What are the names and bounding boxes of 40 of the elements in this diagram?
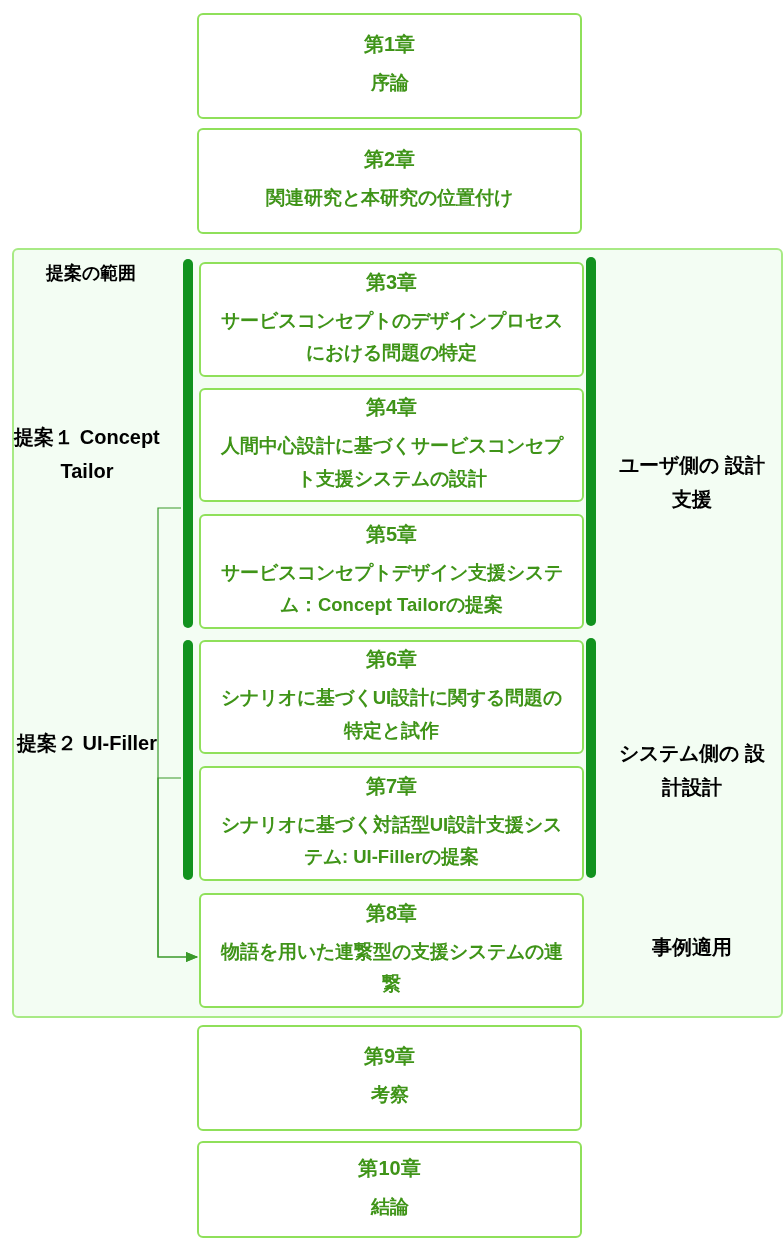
side-label: 事例適用 [651,935,733,960]
chapter-box [199,514,584,629]
vertical-bar [183,640,193,880]
chapter-number: 第1章 [363,32,416,58]
chapter-box [199,893,584,1008]
chapter-box [197,1025,582,1131]
chapter-number: 第9章 [363,1044,416,1070]
region-heading: 提案の範囲 [46,262,136,285]
chapter-box [199,766,584,881]
chapter-title: 序論 [370,71,409,96]
chapter-title: サービスコンセプトデザイン支援システム：Concept Tailorの提案 [219,560,564,617]
chapter-box [197,1141,582,1238]
chapter-box [199,262,584,377]
chapter-title: サービスコンセプトのデザインプロセスにおける問題の特定 [219,308,564,365]
chapter-number: 第6章 [365,647,418,673]
side-label: ユーザ側の 設計支援 [618,453,766,512]
chapter-title: 人間中心設計に基づくサービスコンセプト支援システムの設計 [219,434,564,491]
vertical-bar [183,259,193,628]
chapter-number: 第10章 [358,1155,421,1181]
chapter-title: 関連研究と本研究の位置付け [266,186,513,211]
chapter-box [197,128,582,234]
chapter-box [199,388,584,502]
chapter-title: 考察 [370,1083,409,1108]
chapter-box [199,640,584,754]
chapter-number: 第5章 [365,521,418,547]
side-label: システム側の 設計設計 [618,741,766,800]
chapter-number: 第4章 [365,395,418,421]
connector-arrow [157,777,198,962]
side-label: 提案２ UI-Filler [15,731,158,756]
chapter-box [197,13,582,119]
chapter-number: 第3章 [365,269,418,295]
chapter-title: シナリオに基づく対話型UI設計支援システム: UI-Fillerの提案 [219,812,564,869]
chapter-title: シナリオに基づくUI設計に関する問題の特定と試作 [219,686,564,743]
scope-region [12,248,783,1018]
chapter-number: 第7章 [365,773,418,799]
chapter-title: 結論 [370,1194,409,1219]
chapter-number: 第8章 [365,900,418,926]
side-label: 提案１ Concept Tailor [12,425,161,484]
chapter-title: 物語を用いた連繋型の支援システムの連繋 [219,939,564,996]
chapter-number: 第2章 [363,147,416,173]
